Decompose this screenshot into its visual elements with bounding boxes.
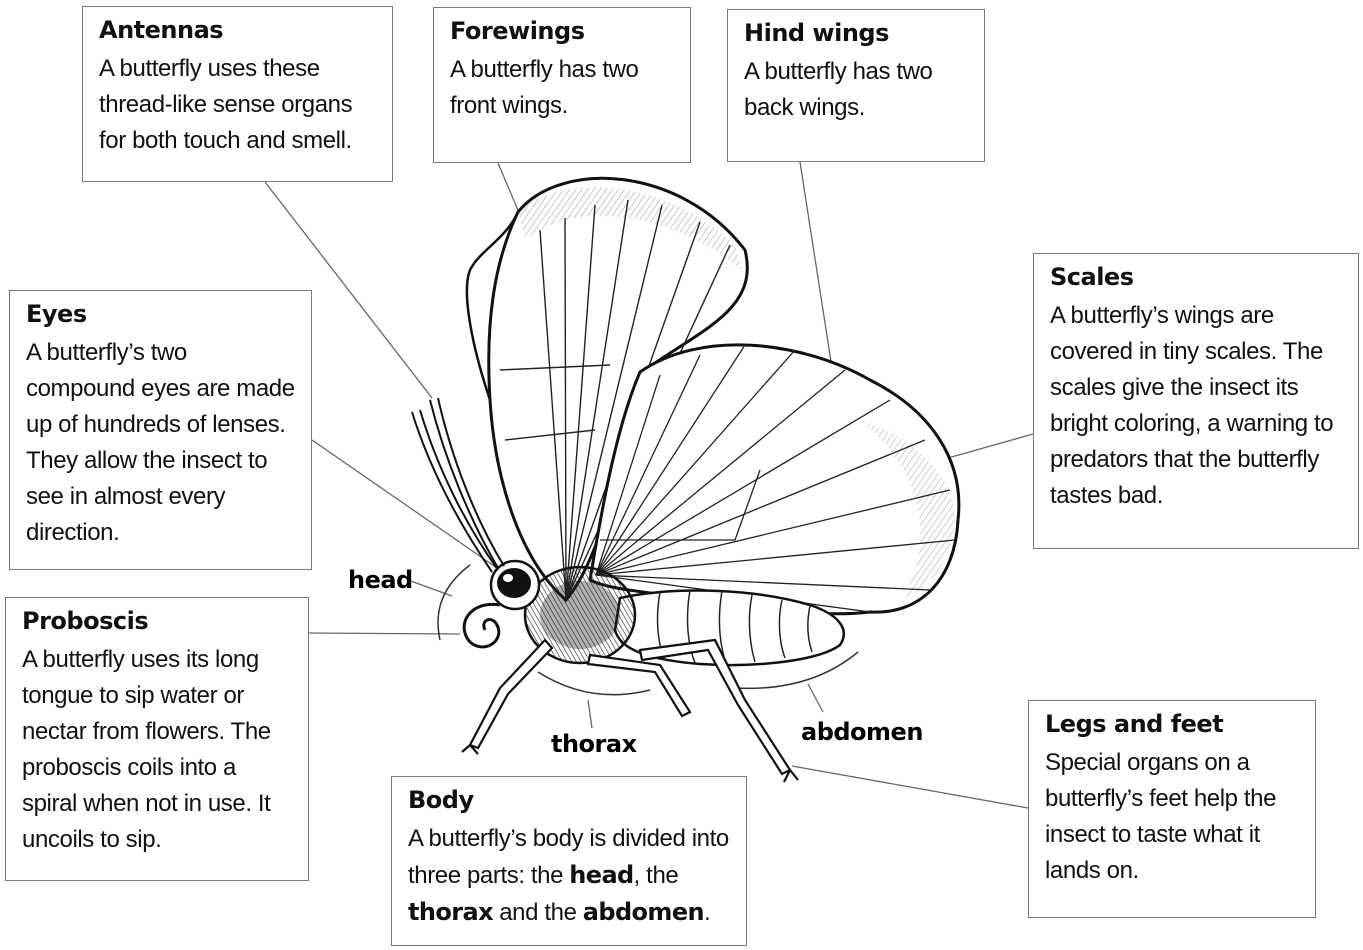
forewings-text: A butterfly has two front wings.: [450, 52, 676, 124]
head-label: head: [348, 566, 413, 594]
body-text-abdomen: abdomen: [583, 898, 704, 926]
antennas-shape: [412, 398, 504, 572]
scales-text: A butterfly’s wings are covered in tiny …: [1050, 298, 1344, 514]
body-title: Body: [408, 787, 732, 815]
body-callout: Body A butterfly’s body is divided into …: [391, 776, 747, 946]
proboscis-title: Proboscis: [22, 608, 294, 636]
thorax-leader: [588, 700, 592, 728]
proboscis-spiral: [464, 604, 500, 647]
legs-feet-leader: [792, 766, 1028, 808]
proboscis-text: A butterfly uses its long tongue to sip …: [22, 642, 294, 858]
abdomen-leader: [808, 684, 823, 712]
abdomen-label: abdomen: [801, 718, 923, 746]
hind-wings-title: Hind wings: [744, 20, 970, 48]
antennas-title: Antennas: [99, 17, 378, 45]
scales-leader: [948, 434, 1033, 458]
proboscis-leader: [309, 633, 460, 634]
thorax-arc: [538, 672, 650, 695]
hind-wings-callout: Hind wings A butterfly has two back wing…: [727, 9, 985, 162]
forewings-leader: [498, 163, 520, 215]
scales-callout: Scales A butterfly’s wings are covered i…: [1033, 253, 1359, 549]
hind-wings-text: A butterfly has two back wings.: [744, 54, 970, 126]
eyes-callout: Eyes A butterfly’s two compound eyes are…: [9, 290, 312, 570]
thorax-label: thorax: [551, 730, 638, 758]
scales-title: Scales: [1050, 264, 1344, 292]
body-text-part-4: .: [704, 899, 710, 926]
forewings-title: Forewings: [450, 18, 676, 46]
antennas-callout: Antennas A butterfly uses these thread-l…: [82, 6, 393, 182]
hind-wings-leader: [800, 162, 832, 368]
eyes-title: Eyes: [26, 301, 297, 329]
legs-feet-text: Special organs on a butterfly’s feet hel…: [1045, 745, 1301, 889]
legs-feet-callout: Legs and feet Special organs on a butter…: [1028, 700, 1316, 918]
body-text-thorax: thorax: [408, 898, 493, 926]
eyes-text: A butterfly’s two compound eyes are made…: [26, 335, 297, 551]
legs-feet-title: Legs and feet: [1045, 711, 1301, 739]
hind-wing: [590, 345, 959, 614]
body-text: A butterfly’s body is divided into three…: [408, 821, 732, 931]
body-text-part-2: , the: [634, 862, 679, 889]
body-text-head: head: [569, 861, 633, 889]
forewings-callout: Forewings A butterfly has two front wing…: [433, 7, 691, 163]
head-shape: [464, 561, 539, 647]
antennas-text: A butterfly uses these thread-like sense…: [99, 51, 378, 159]
proboscis-callout: Proboscis A butterfly uses its long tong…: [5, 597, 309, 881]
eyes-leader: [312, 440, 497, 568]
body-text-part-3: and the: [493, 899, 583, 926]
